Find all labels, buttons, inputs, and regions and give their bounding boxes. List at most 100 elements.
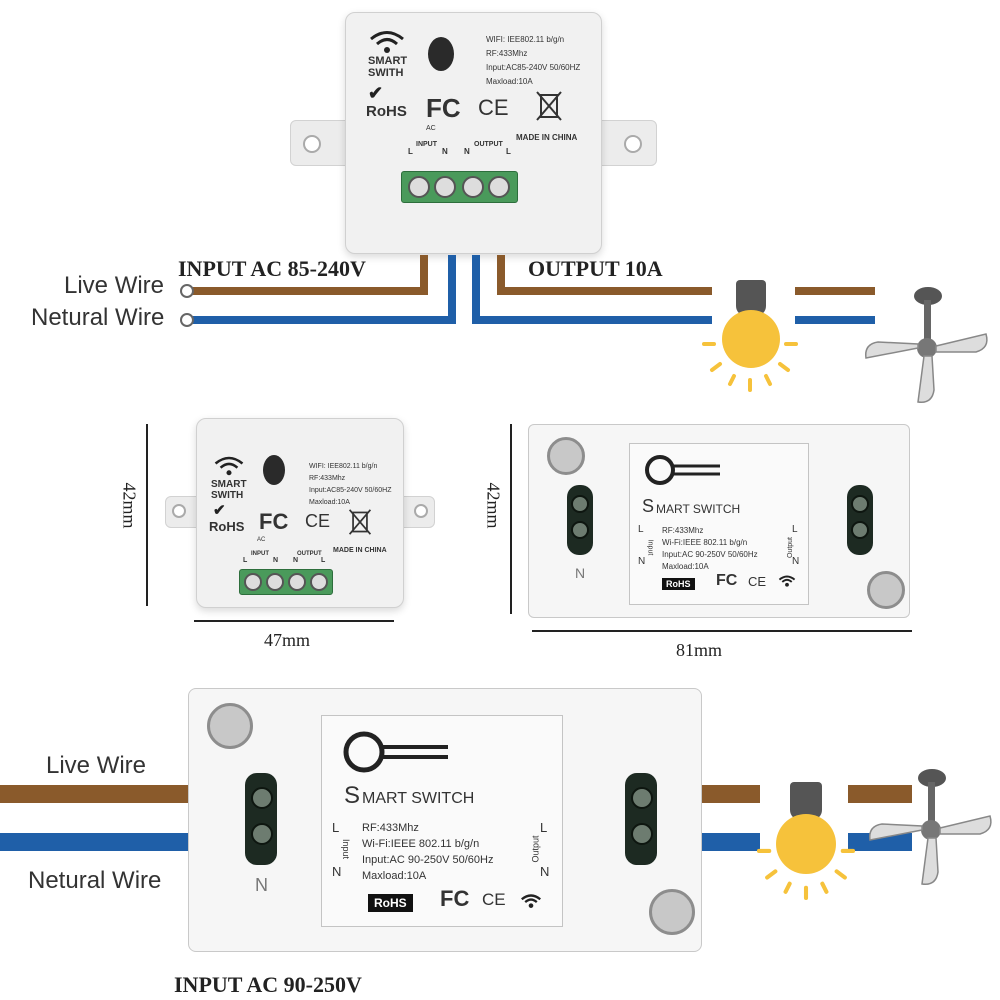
large-wifi-icon bbox=[778, 574, 796, 588]
large-title-rest: MART SWITCH bbox=[656, 502, 741, 516]
small-width-line bbox=[194, 620, 394, 622]
large-title-s: S bbox=[642, 496, 655, 516]
spec-input: Input:AC85-240V 50/60HZ bbox=[486, 63, 581, 72]
neutral-wire-label: Netural Wire bbox=[31, 304, 165, 331]
neutral-terminal-dot bbox=[180, 313, 194, 327]
wifi-icon bbox=[368, 29, 406, 55]
small-spec-rf: RF:433Mhz bbox=[309, 475, 346, 482]
bottom-input: Input:AC 90-250V 50/60Hz bbox=[362, 854, 494, 866]
bottom-side-input: Input bbox=[341, 838, 352, 860]
bottom-label-panel: S MART SWITCH L N Input RF:433Mhz Wi-Fi:… bbox=[321, 715, 563, 927]
neutral-wire-out-v bbox=[472, 255, 480, 324]
small-output-label: OUTPUT bbox=[297, 551, 322, 557]
spec-rf: RF:433Mhz bbox=[486, 49, 528, 58]
input-ac-label: INPUT AC 85-240V bbox=[178, 256, 366, 281]
bottom-title-s: S bbox=[344, 782, 361, 809]
ac-label: AC bbox=[426, 125, 436, 132]
large-slot-n-left: N bbox=[575, 565, 586, 581]
fc-mark: FC bbox=[426, 93, 461, 123]
bottom-ce: CE bbox=[482, 890, 506, 909]
small-spec-input: Input:AC85-240V 50/60HZ bbox=[309, 487, 392, 494]
neutral-wire-out-h bbox=[472, 316, 712, 324]
bottom-live-wire-fan bbox=[848, 785, 912, 803]
bottom-neutral-wire-right bbox=[700, 833, 760, 851]
small-brand-line2: SWITH bbox=[211, 490, 244, 501]
large-rohs: RoHS bbox=[662, 578, 695, 590]
bottom-side-L-out: L bbox=[540, 820, 548, 835]
terminal-N-in: N bbox=[442, 147, 448, 156]
small-check-icon: ✔ bbox=[213, 502, 226, 519]
small-fc-mark: FC bbox=[259, 509, 289, 534]
bottom-input-ac-label: INPUT AC 90-250V bbox=[174, 972, 362, 997]
output-label-top: OUTPUT 10A bbox=[528, 256, 663, 281]
bottom-side-N: N bbox=[332, 864, 342, 879]
bottom-rf: RF:433Mhz bbox=[362, 822, 419, 834]
small-spec-maxload: Maxload:10A bbox=[309, 499, 350, 506]
check-icon: ✔ bbox=[368, 83, 384, 103]
terminal-L-out: L bbox=[506, 147, 511, 156]
large-fc: FC bbox=[716, 572, 738, 589]
small-input-label: INPUT bbox=[251, 551, 269, 557]
spec-maxload: Maxload:10A bbox=[486, 77, 533, 86]
small-rohs-mark: RoHS bbox=[209, 519, 245, 534]
neutral-wire-fan bbox=[795, 316, 875, 324]
bottom-wifi-icon bbox=[520, 892, 542, 910]
bottom-slot-n-left: N bbox=[255, 875, 268, 895]
spec-wifi: WIFI: IEE802.11 b/g/n bbox=[486, 35, 565, 44]
small-spec-wifi: WIFI: IEE802.11 b/g/n bbox=[309, 463, 378, 470]
small-height-line bbox=[146, 424, 148, 606]
large-output-slot bbox=[847, 485, 873, 555]
made-in-china: MADE IN CHINA bbox=[516, 133, 578, 142]
neutral-wire-in-v bbox=[448, 255, 456, 324]
bottom-side-L: L bbox=[332, 820, 340, 835]
small-terminal-N-out: N bbox=[293, 557, 299, 564]
large-width-label: 81mm bbox=[676, 640, 723, 660]
brand-line2: SWITH bbox=[368, 67, 404, 79]
bottom-side-N-out: N bbox=[540, 864, 550, 879]
terminal-N-out: N bbox=[464, 147, 470, 156]
live-wire-in-v bbox=[420, 255, 428, 295]
mounting-ear-right bbox=[585, 120, 657, 166]
large-wifi: Wi-Fi:IEEE 802.11 b/g/n bbox=[662, 538, 748, 547]
bottom-fc: FC bbox=[440, 886, 470, 911]
large-side-N-out: N bbox=[792, 556, 800, 567]
large-side-N: N bbox=[638, 556, 646, 567]
small-terminal-N-in: N bbox=[273, 557, 279, 564]
bottom-live-wire-right bbox=[700, 785, 760, 803]
large-input-slot bbox=[567, 485, 593, 555]
live-wire-fan bbox=[795, 287, 875, 295]
small-terminal-L-out: L bbox=[321, 557, 326, 564]
live-wire-out-h bbox=[497, 287, 712, 295]
large-side-L: L bbox=[638, 524, 644, 535]
bottom-output-slot bbox=[625, 773, 657, 865]
bottom-neutral-wire-label: Netural Wire bbox=[28, 867, 162, 894]
small-brand-line1: SMART bbox=[211, 479, 247, 490]
large-side-L-out: L bbox=[792, 524, 798, 535]
large-device-body: N S MART SWITCH L N Input RF:433Mhz Wi-F… bbox=[528, 424, 910, 618]
bottom-ceiling-fan-icon bbox=[866, 766, 996, 890]
brand-line1: SMART bbox=[368, 55, 408, 67]
top-device-body: SMART SWITH WIFI: IEE802.11 b/g/n RF:433… bbox=[345, 12, 602, 254]
live-wire-label: Live Wire bbox=[64, 272, 165, 299]
small-height-label: 42mm bbox=[119, 482, 140, 529]
bottom-live-wire-label: Live Wire bbox=[46, 752, 147, 779]
large-input: Input:AC 90-250V 50/60Hz bbox=[662, 550, 758, 559]
ce-mark: CE bbox=[478, 95, 509, 120]
terminal-L-in: L bbox=[408, 147, 413, 156]
large-power-icon bbox=[642, 452, 722, 488]
pairing-button[interactable] bbox=[428, 37, 454, 71]
weee-bin-icon bbox=[534, 89, 564, 123]
small-terminal-L-in: L bbox=[243, 557, 248, 564]
large-side-input: Input bbox=[646, 539, 654, 556]
live-wire-out-v bbox=[497, 255, 505, 295]
bottom-wifi: Wi-Fi:IEEE 802.11 b/g/n bbox=[362, 838, 480, 850]
small-pairing-button[interactable] bbox=[263, 455, 285, 485]
input-label: INPUT bbox=[416, 141, 437, 148]
large-rf: RF:433Mhz bbox=[662, 526, 704, 535]
output-label: OUTPUT bbox=[474, 141, 503, 148]
bottom-title-rest: MART SWITCH bbox=[362, 790, 475, 807]
large-ce: CE bbox=[748, 574, 767, 589]
large-height-line bbox=[510, 424, 512, 614]
small-ac-label: AC bbox=[257, 537, 266, 543]
live-wire-in-h bbox=[185, 287, 425, 295]
